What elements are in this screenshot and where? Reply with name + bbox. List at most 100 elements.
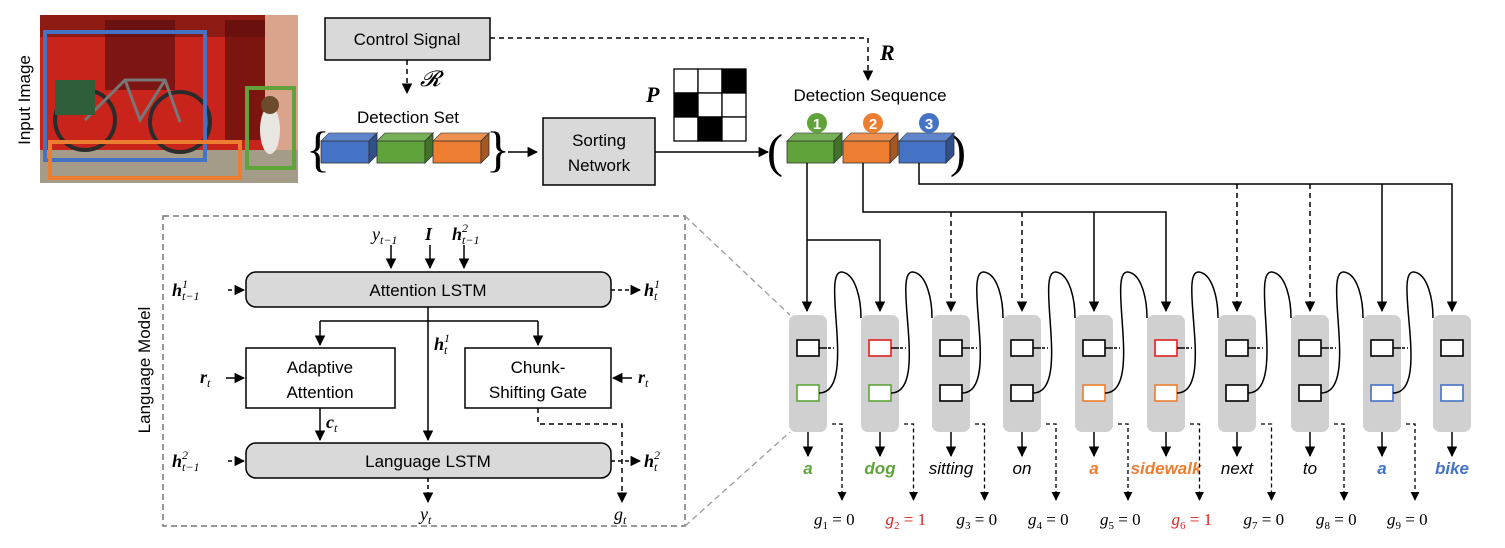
recurrent-connection: [1032, 271, 1076, 394]
sequence-badge-number: 2: [869, 116, 877, 133]
gt-label: gt: [614, 504, 627, 527]
lm-module: [1075, 271, 1148, 458]
input-image-panel: Input Image: [15, 15, 298, 183]
detection-set-cuboid-orange: [432, 132, 490, 164]
chunk-shifting-gate-line1: Chunk-: [511, 358, 566, 377]
recurrent-connection: [1247, 271, 1292, 394]
output-word: a: [1089, 459, 1098, 478]
detection-sequence-cuboid-orange: [842, 132, 899, 164]
detection-set-right-brace: }: [486, 121, 510, 177]
recurrent-connection: [1320, 271, 1364, 394]
output-word: a: [803, 459, 812, 478]
gate-arrow: [1118, 423, 1133, 501]
module-attention-cell: [1370, 339, 1394, 357]
lm-module: [1363, 271, 1434, 458]
permutation-cell: [697, 92, 723, 118]
route-green-dog: [807, 239, 886, 313]
lm-module: [789, 271, 862, 458]
gate-value: g1 = 0: [814, 510, 855, 532]
r-left-label: rt: [200, 367, 211, 390]
module-language-cell: [796, 384, 820, 402]
module-attention-cell: [1298, 339, 1322, 357]
language-model-side-label: Language Model: [135, 307, 154, 434]
detection-set-label: Detection Set: [357, 108, 459, 127]
detection-box-orange: [48, 140, 242, 180]
detection-sequence-cuboid-green: [786, 132, 843, 164]
gate-value: g6 = 1: [1172, 510, 1213, 532]
module-attention-cell: [796, 339, 820, 357]
output-word: on: [1013, 459, 1032, 478]
gate-arrow: [1334, 423, 1349, 501]
output-word: dog: [864, 459, 896, 478]
sorting-network-line1: Sorting: [572, 131, 626, 150]
gate-value: g7 = 0: [1244, 510, 1285, 532]
input-image-label: Input Image: [15, 55, 34, 145]
lm-module: [1433, 315, 1471, 458]
recurrent-connection: [1392, 271, 1434, 394]
module-attention-cell: [1225, 339, 1249, 357]
recurrent-connection: [1176, 271, 1219, 394]
input-image-i: I: [424, 224, 433, 244]
detection-box-green: [245, 86, 296, 170]
gate-arrow: [1190, 423, 1205, 501]
permutation-cell: [697, 116, 723, 142]
gate-arrow: [1261, 423, 1277, 501]
sequence-badge-3: 3: [919, 113, 939, 133]
lm-module: [932, 271, 1004, 458]
recurrent-connection: [1104, 271, 1148, 394]
adaptive-attention-line2: Attention: [286, 383, 353, 402]
route-blue: [918, 163, 1458, 313]
lm-module: [1291, 271, 1364, 458]
gate-value: g3 = 0: [957, 510, 998, 532]
sequence-number-badges: 1 2 3: [807, 113, 939, 133]
module-attention-cell: [1440, 339, 1464, 357]
module-language-cell: [868, 384, 892, 402]
ct-label: ct: [326, 412, 338, 435]
gate-arrow: [1406, 423, 1420, 501]
permutation-cell: [673, 92, 699, 118]
permutation-cell: [721, 68, 747, 94]
module-language-cell: [1370, 384, 1394, 402]
input-image-photo: [40, 15, 298, 183]
unrolled-modules: [789, 271, 1471, 458]
permutation-cell: [721, 116, 747, 142]
detection-set-cuboid-blue: [320, 132, 378, 164]
recurrent-connection: [818, 271, 862, 394]
output-word: a: [1377, 459, 1386, 478]
gate-value: g2 = 1: [886, 510, 927, 532]
recurrent-connection: [890, 271, 933, 394]
module-language-cell: [1154, 384, 1178, 402]
adaptive-attention-box: [245, 347, 396, 409]
output-word: next: [1221, 459, 1254, 478]
yt-label: yt: [418, 504, 432, 527]
output-word: sidewalk: [1131, 459, 1203, 478]
bold-r-label: R: [879, 40, 895, 65]
sequence-badge-2: 2: [863, 113, 883, 133]
zoom-line-bottom: [684, 431, 791, 527]
gate-value: g4 = 0: [1028, 510, 1069, 532]
output-word: bike: [1435, 459, 1469, 478]
detection-sequence-cuboid-blue: [898, 132, 955, 164]
permutation-cell: [673, 68, 699, 94]
detection-box-blue: [43, 30, 207, 162]
sequence-badge-number: 1: [813, 116, 821, 133]
control-signal-label: Control Signal: [354, 30, 461, 49]
p-label: P: [645, 82, 660, 107]
gate-arrow: [904, 423, 919, 501]
recurrent-connection: [961, 271, 1004, 394]
routing-lines: [801, 163, 1458, 313]
lm-module: [1218, 271, 1292, 458]
module-attention-cell: [939, 339, 963, 357]
detection-sequence-cuboids: [786, 132, 955, 164]
permutation-matrix: [673, 68, 747, 142]
module-attention-cell: [1082, 339, 1106, 357]
sequence-badge-1: 1: [807, 113, 827, 133]
permutation-cell: [673, 116, 699, 142]
output-word: sitting: [929, 459, 974, 478]
chunk-shifting-gate-box: [464, 347, 612, 409]
